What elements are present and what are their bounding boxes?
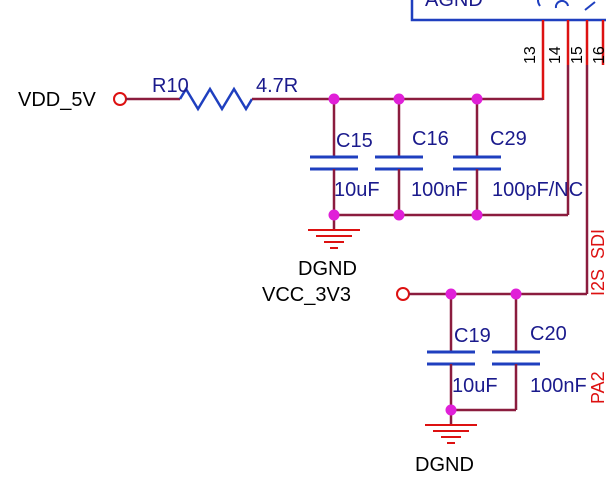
c19-ref: C19: [454, 325, 491, 347]
i2s-signal-label: I2S_SDI: [588, 229, 606, 296]
junction-dot: [445, 288, 457, 300]
ic-outline: [410, 0, 606, 22]
pin-14-number: 14: [547, 46, 564, 64]
c19-value: 10uF: [452, 375, 498, 397]
vdd-net-label: VDD_5V: [18, 89, 96, 111]
c16-ref: C16: [412, 128, 449, 150]
junction-dot: [328, 93, 340, 105]
pin-16-number: 16: [591, 46, 606, 64]
c29-ref: C29: [490, 128, 527, 150]
r10-value: 4.7R: [256, 75, 298, 97]
c29-value: 100pF/NC: [492, 179, 583, 201]
c15-value: 10uF: [334, 179, 380, 201]
junction-dot: [471, 93, 483, 105]
junction-dot: [471, 209, 483, 221]
vcc-terminal: [396, 287, 410, 301]
c20-value: 100nF: [530, 375, 587, 397]
gnd2-label: DGND: [415, 454, 474, 476]
vdd-terminal: [113, 92, 127, 106]
junction-dot: [393, 209, 405, 221]
r10-resistor: [178, 86, 254, 112]
junction-dot: [393, 93, 405, 105]
c16-value: 100nF: [411, 179, 468, 201]
ic-pin-markers: [537, 0, 596, 11]
pa-signal-label: PA2: [588, 371, 606, 404]
c15-ref: C15: [336, 130, 373, 152]
c20-ref: C20: [530, 323, 567, 345]
junction-dot: [510, 288, 522, 300]
pin-15-number: 15: [569, 46, 586, 64]
junction-dot: [328, 209, 340, 221]
pin-13-number: 13: [522, 46, 539, 64]
gnd1-label: DGND: [298, 258, 357, 280]
r10-ref: R10: [152, 75, 189, 97]
junction-dot: [445, 404, 457, 416]
agnd-label: AGND: [425, 0, 483, 11]
vcc-net-label: VCC_3V3: [262, 284, 351, 306]
